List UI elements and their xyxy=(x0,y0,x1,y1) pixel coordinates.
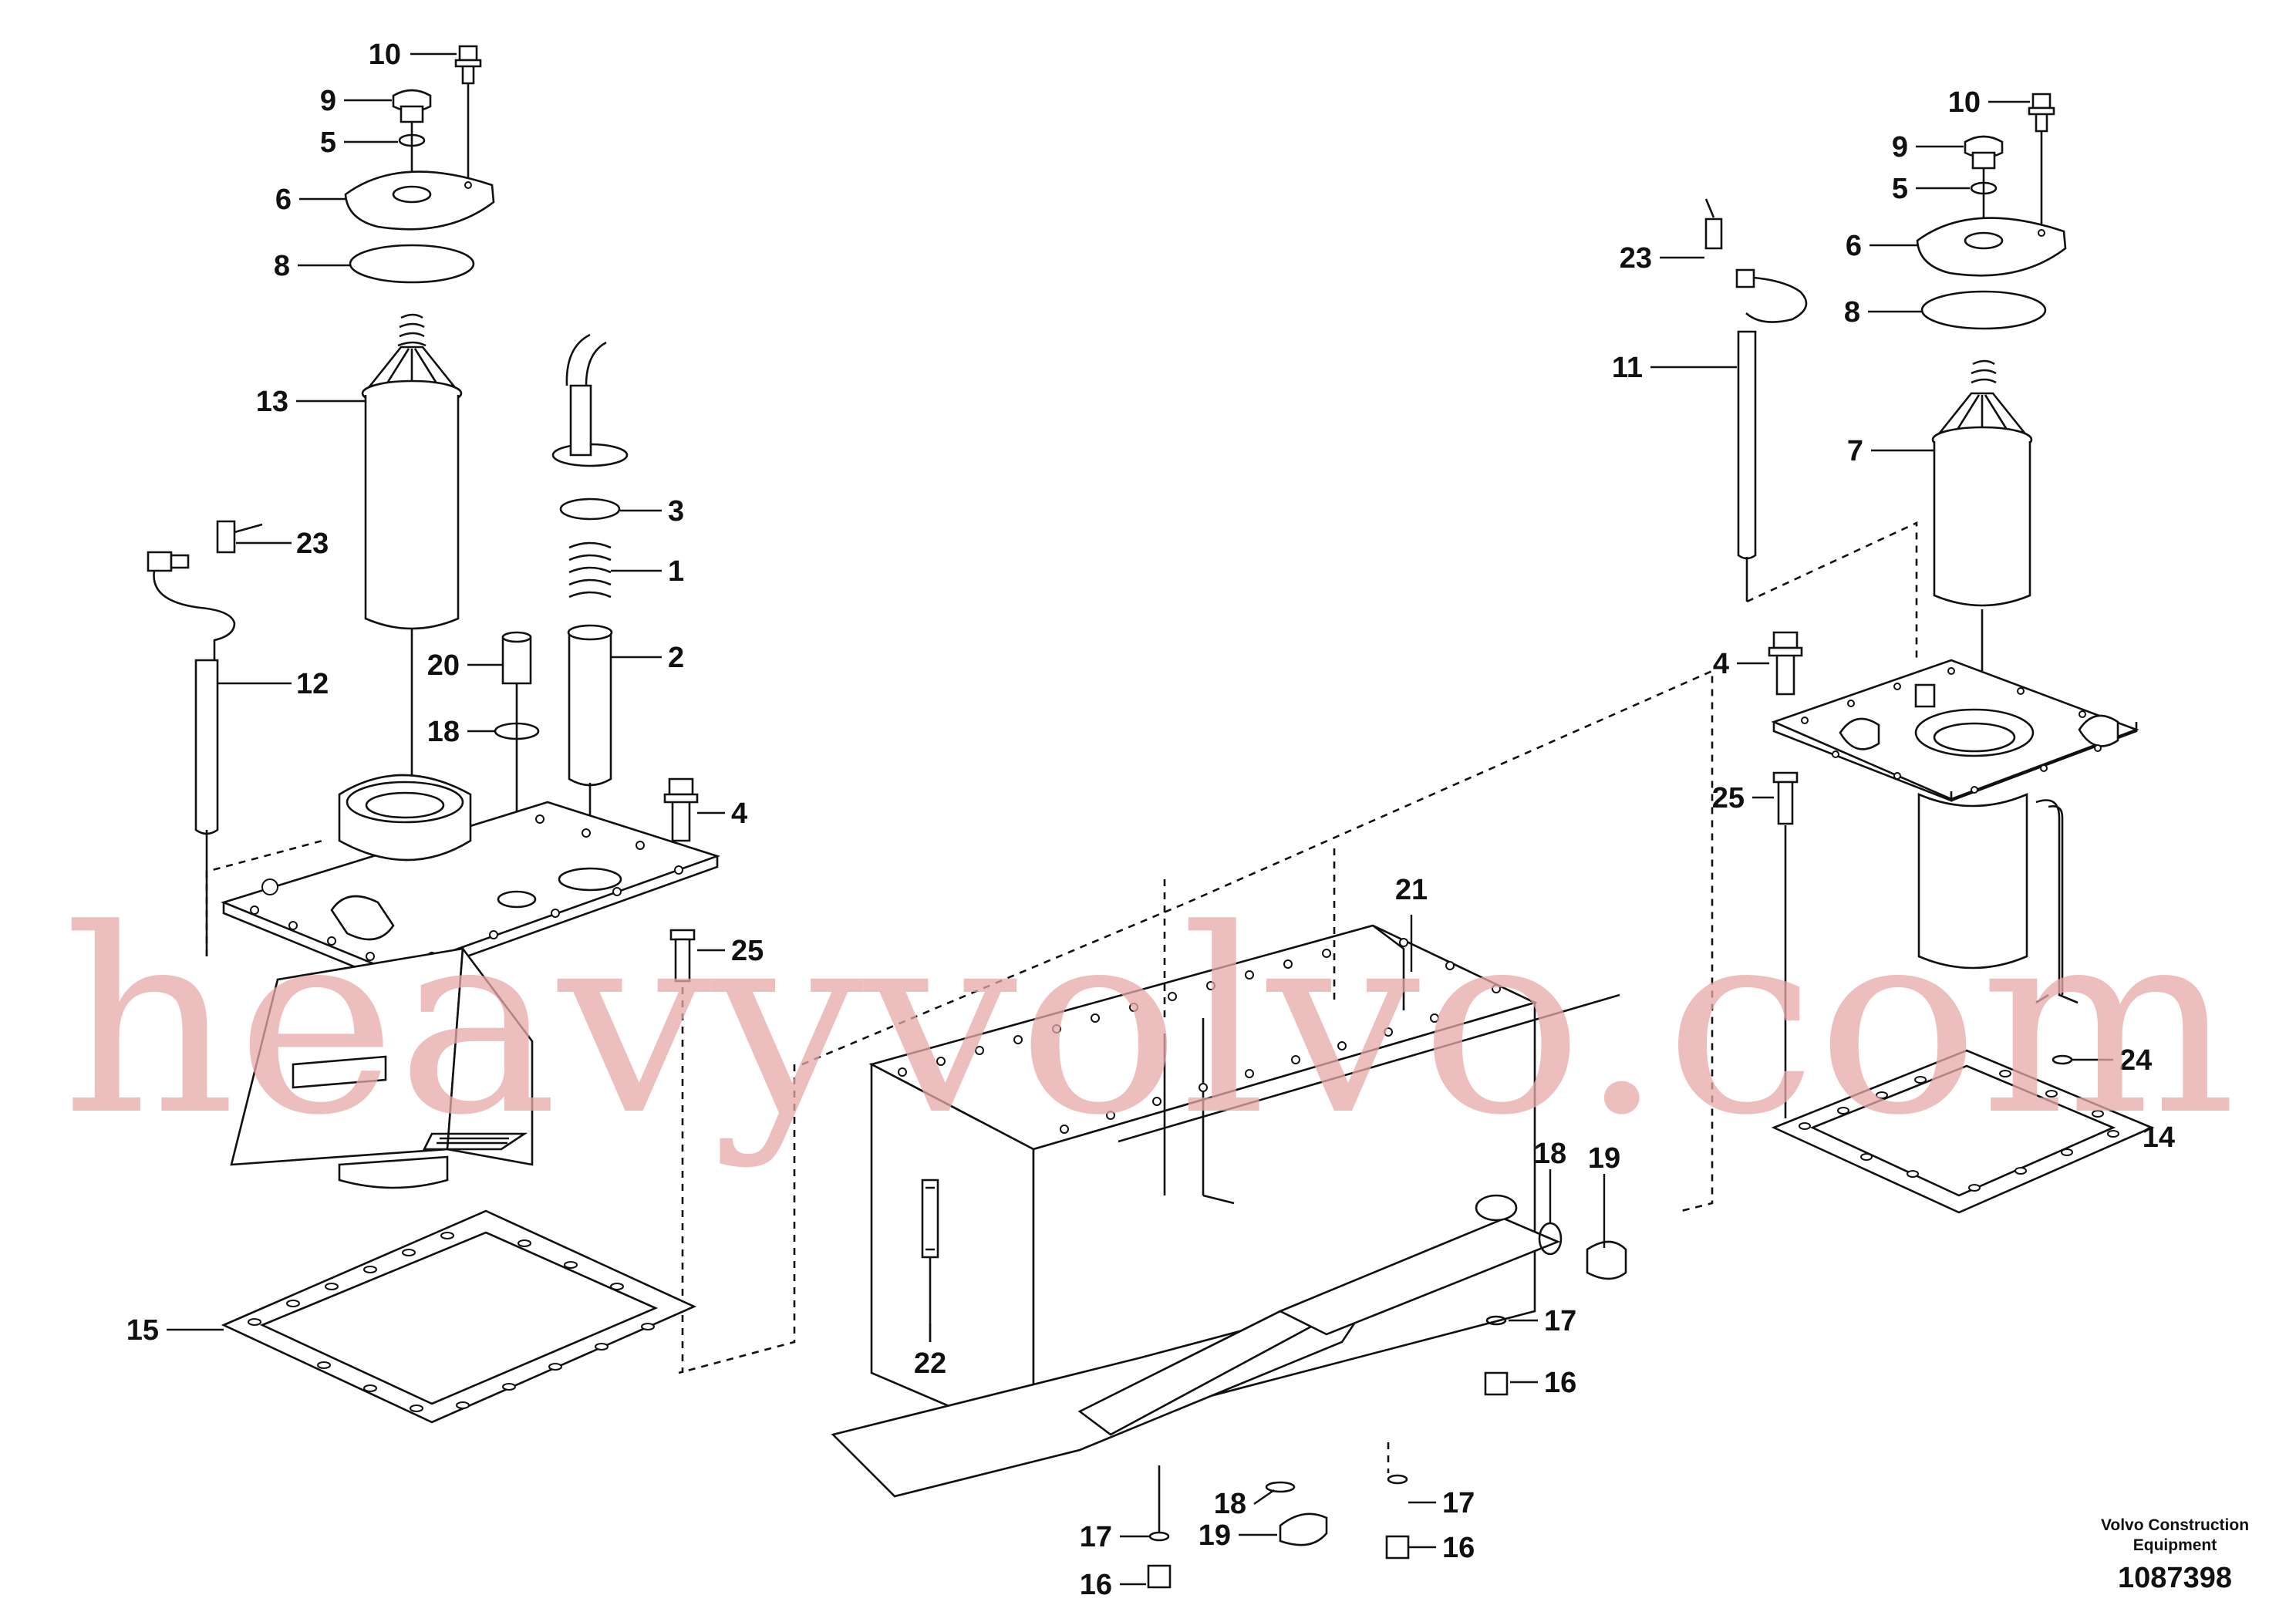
label-23-right: 23 xyxy=(1620,242,1652,275)
seal-ring-8-left xyxy=(349,244,475,284)
label-10-left: 10 xyxy=(369,39,401,71)
label-6-left: 6 xyxy=(275,184,292,216)
label-25-left: 25 xyxy=(731,935,764,967)
label-8-left: 8 xyxy=(274,250,290,282)
bolt-4-right xyxy=(1768,631,1803,696)
label-8-right: 8 xyxy=(1844,296,1860,329)
drawing-number: 1087398 xyxy=(2118,1562,2232,1594)
brand-line-2: Equipment xyxy=(2133,1536,2217,1554)
cover-plate-6-left xyxy=(344,170,495,231)
level-sensor-12 xyxy=(147,520,263,956)
label-19-side: 19 xyxy=(1588,1142,1620,1175)
label-17-right: 17 xyxy=(1544,1305,1576,1337)
breather-pipe-assembly xyxy=(551,333,629,864)
o-ring-5-right xyxy=(1970,181,1998,195)
label-16-left: 16 xyxy=(1080,1569,1112,1601)
sight-glass-22 xyxy=(921,1179,939,1342)
left-assembly xyxy=(147,45,721,1424)
bolt-10-left xyxy=(454,45,482,184)
return-filter-plate xyxy=(1771,659,2139,1004)
label-3: 3 xyxy=(668,495,684,528)
bolt-10-right xyxy=(2028,93,2055,231)
drain-plug-16-right xyxy=(1484,1315,1509,1396)
label-9-left: 9 xyxy=(320,85,336,117)
label-23-left: 23 xyxy=(296,528,329,560)
label-18-bottom: 18 xyxy=(1214,1488,1246,1520)
label-16-mid: 16 xyxy=(1442,1532,1475,1564)
part-number-labels: 10 9 5 6 8 13 3 1 2 23 12 20 18 4 25 15 … xyxy=(126,39,2175,1601)
watermark-text: heavyvolvo.com xyxy=(62,875,2237,1171)
label-25-right: 25 xyxy=(1712,782,1745,814)
cap-9-right xyxy=(1964,135,2004,236)
gasket-14 xyxy=(1771,1049,2155,1214)
bolt-4-left xyxy=(663,777,699,842)
label-5-right: 5 xyxy=(1892,173,1908,205)
suction-top-plate xyxy=(221,774,721,984)
label-6-right: 6 xyxy=(1846,230,1862,262)
label-13: 13 xyxy=(256,386,288,418)
drain-plug-16-mid xyxy=(1385,1442,1410,1560)
label-4-right: 4 xyxy=(1713,648,1729,680)
label-9-right: 9 xyxy=(1892,131,1908,164)
plug-19-bottom xyxy=(1265,1481,1328,1546)
suction-strainer xyxy=(230,946,534,1189)
label-17-left: 17 xyxy=(1080,1521,1112,1553)
label-2: 2 xyxy=(668,642,684,674)
label-12: 12 xyxy=(296,668,329,700)
label-5-left: 5 xyxy=(320,126,336,159)
label-24: 24 xyxy=(2119,1044,2152,1077)
label-16-right: 16 xyxy=(1544,1367,1576,1399)
label-17-mid: 17 xyxy=(1442,1487,1475,1519)
label-18-left: 18 xyxy=(427,716,460,748)
label-14: 14 xyxy=(2143,1121,2175,1154)
label-15: 15 xyxy=(126,1314,159,1347)
label-11: 11 xyxy=(1612,352,1643,384)
brand-line-1: Volvo Construction xyxy=(2101,1516,2249,1534)
right-assembly xyxy=(1704,93,2155,1214)
o-ring-5-left xyxy=(398,133,426,147)
level-sensor-11 xyxy=(1704,198,1808,602)
drawing-caption: Volvo Construction Equipment 1087398 xyxy=(2101,1516,2249,1594)
label-18-side: 18 xyxy=(1534,1138,1566,1170)
leader-lines xyxy=(167,52,2113,1586)
seal-ring-8-right xyxy=(1920,290,2047,330)
filter-element-7 xyxy=(1931,359,2033,771)
label-10-right: 10 xyxy=(1948,86,1981,119)
spacer-25-right xyxy=(1772,771,1799,1118)
label-20: 20 xyxy=(427,649,460,682)
label-19-bottom: 19 xyxy=(1199,1519,1231,1552)
label-7: 7 xyxy=(1847,435,1863,467)
label-4-left: 4 xyxy=(731,798,747,830)
gasket-15 xyxy=(221,1209,697,1424)
drain-plug-16-left xyxy=(1147,1465,1172,1589)
cover-plate-6-right xyxy=(1916,217,2067,277)
label-21: 21 xyxy=(1395,874,1428,906)
label-1: 1 xyxy=(668,555,684,588)
label-22: 22 xyxy=(914,1347,946,1380)
hydraulic-tank-21 xyxy=(678,669,1714,1589)
